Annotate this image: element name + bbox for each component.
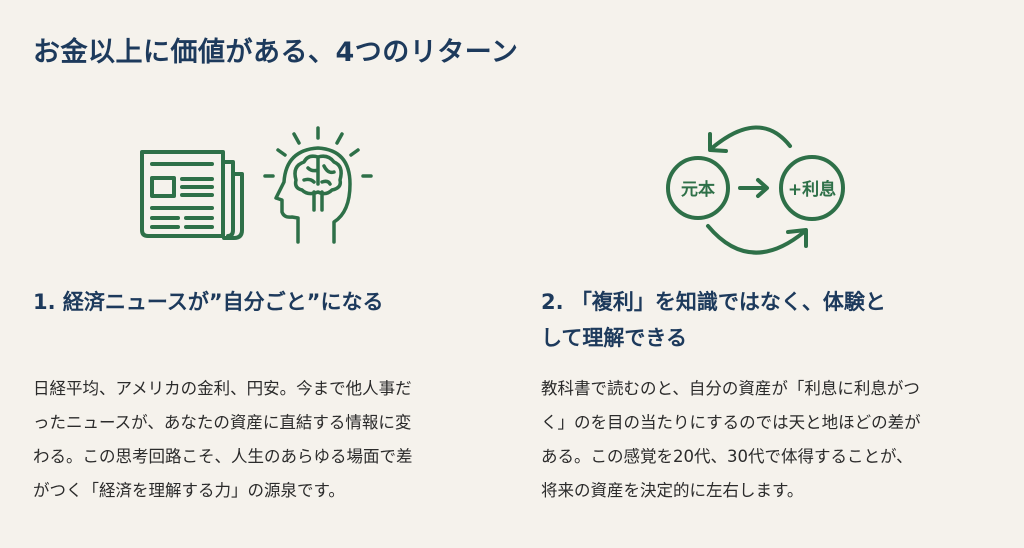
body-line: ある。この感覚を20代、30代で体得することが、: [541, 447, 913, 466]
page-title: お金以上に価値がある、4つのリターン: [33, 37, 519, 68]
body-line: 教科書で読むのと、自分の資産が「利息に利息がつ: [541, 379, 920, 398]
body-line: 将来の資産を決定的に左右します。: [541, 481, 804, 500]
brain-head-icon: [263, 126, 373, 244]
body-line: がつく「経済を理解する力」の源泉です。: [33, 481, 345, 500]
section-1-heading: 1. 経済ニュースが”自分ごと”になる: [33, 284, 383, 320]
section-2-body: 教科書で読むのと、自分の資産が「利息に利息がつ く」のを目の当たりにするのでは天…: [541, 372, 921, 508]
newspaper-icon: [140, 150, 244, 240]
body-line: 日経平均、アメリカの金利、円安。今まで他人事だ: [33, 379, 412, 398]
heading-line: して理解できる: [541, 326, 687, 350]
section-2-heading: 2. 「複利」を知識ではなく、体験と して理解できる: [541, 284, 886, 356]
body-line: ったニュースが、あなたの資産に直結する情報に変: [33, 413, 412, 432]
compound-cycle-icon: 元本 +利息: [666, 125, 845, 255]
section-1-body: 日経平均、アメリカの金利、円安。今まで他人事だ ったニュースが、あなたの資産に直…: [33, 372, 413, 508]
principal-label: 元本: [681, 179, 715, 200]
interest-label: +利息: [788, 179, 836, 200]
heading-line: 2. 「複利」を知識ではなく、体験と: [541, 290, 886, 314]
heading-line: 1. 経済ニュースが”自分ごと”になる: [33, 290, 384, 314]
body-line: わる。この思考回路こそ、人生のあらゆる場面で差: [33, 447, 413, 466]
body-line: く」のを目の当たりにするのでは天と地ほどの差が: [541, 413, 921, 432]
